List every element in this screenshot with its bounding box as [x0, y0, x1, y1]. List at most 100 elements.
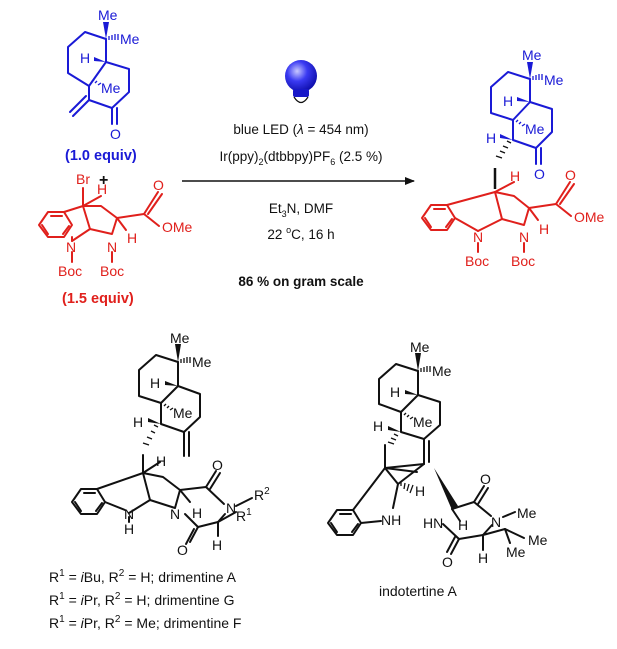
atom-label: O	[442, 554, 453, 570]
atom-label: H	[415, 483, 425, 499]
atom-label: O	[212, 457, 223, 473]
atom-label: Me	[517, 505, 537, 521]
atom-label: Me	[98, 7, 118, 23]
condition-temp-time: 22 oC, 16 h	[267, 225, 334, 242]
wedge-bond	[434, 468, 458, 510]
atom-label: Me	[192, 354, 212, 370]
atom-label: Me	[522, 47, 542, 63]
atom-label: H	[458, 517, 468, 533]
coupled-product: Me Me H Me H O H O OMe N N H Boc Boc	[421, 47, 605, 269]
atom-label: O	[177, 542, 188, 558]
atom-label: H	[478, 550, 488, 566]
atom-label: H	[156, 453, 166, 469]
substrate-2-bonds	[38, 187, 163, 263]
atom-label: N	[473, 229, 483, 245]
atom-label: N	[124, 506, 134, 522]
atom-label: H	[80, 50, 90, 66]
indotertine-name: indotertine A	[379, 583, 457, 599]
hash-bond	[495, 140, 512, 159]
atom-label: O	[153, 177, 164, 193]
atom-label: N	[66, 239, 76, 255]
atom-label: H	[539, 221, 549, 237]
wedge-bond	[517, 97, 530, 102]
wedge-bond	[165, 381, 178, 386]
atom-label: O	[534, 166, 545, 182]
atom-label: Me	[432, 363, 452, 379]
atom-label: Me	[528, 532, 548, 548]
atom-label: H	[510, 168, 520, 184]
atom-label: N	[519, 229, 529, 245]
atom-label: OMe	[162, 219, 193, 235]
drimentine-legend: R1 = iBu, R2 = H; drimentine A R1 = iPr,…	[49, 568, 241, 631]
atom-label: H	[192, 505, 202, 521]
legend-line: R1 = iPr, R2 = Me; drimentine F	[49, 614, 241, 631]
atom-label: Boc	[58, 263, 82, 279]
wedge-bond	[148, 418, 161, 424]
hash-bond	[163, 403, 174, 411]
product-indoline-bonds	[421, 181, 575, 253]
atom-label: HN	[423, 515, 443, 531]
atom-label: NH	[381, 512, 401, 528]
atom-label: H	[97, 181, 107, 197]
atom-label: Me	[173, 405, 193, 421]
indotertine-bonds	[327, 363, 525, 555]
hash-bond	[142, 424, 159, 446]
atom-label: H	[212, 537, 222, 553]
atom-label: H	[133, 414, 143, 430]
atom-label: O	[110, 126, 121, 142]
legend-line: R1 = iBu, R2 = H; drimentine A	[49, 568, 237, 585]
substrate-1-bonds	[67, 31, 130, 125]
legend-line: R1 = iPr, R2 = H; drimentine G	[49, 591, 234, 608]
hash-bond	[400, 482, 414, 494]
atom-label: Me	[101, 80, 121, 96]
hash-bond	[420, 366, 431, 372]
atom-label: Me	[410, 339, 430, 355]
atom-label: Me	[413, 414, 433, 430]
yield-text: 86 % on gram scale	[238, 274, 364, 289]
hash-bond	[515, 119, 526, 127]
product-terpene-bonds	[490, 71, 553, 165]
substrate-1-equiv: (1.0 equiv)	[65, 148, 137, 164]
hash-bond	[387, 433, 399, 445]
atom-label: H	[150, 375, 160, 391]
atom-label: O	[480, 471, 491, 487]
atom-label: R1	[236, 507, 252, 524]
atom-label: N	[491, 514, 501, 530]
atom-label: O	[565, 167, 576, 183]
drimentine-bonds	[71, 354, 253, 545]
hash-bond	[180, 357, 191, 363]
wedge-bond	[527, 62, 533, 79]
hash-bond	[532, 74, 543, 80]
atom-label: Me	[506, 544, 526, 560]
light-bulb-icon	[285, 60, 317, 104]
atom-label: H	[373, 418, 383, 434]
condition-light: blue LED (λ = 454 nm)	[233, 122, 368, 137]
hash-bond	[91, 79, 102, 86]
atom-label: Br	[76, 171, 90, 187]
atom-label: H	[127, 230, 137, 246]
wedge-bond	[415, 353, 421, 371]
atom-label: H	[503, 93, 513, 109]
atom-label: Me	[544, 72, 564, 88]
substrate-2-equiv: (1.5 equiv)	[62, 291, 134, 307]
atom-label: Boc	[465, 253, 489, 269]
atom-label: Me	[120, 31, 140, 47]
hash-bond	[108, 34, 119, 40]
plus-sign: +	[99, 172, 108, 189]
atom-label: Me	[525, 121, 545, 137]
wedge-bond	[94, 57, 106, 62]
wedge-bond	[405, 390, 418, 395]
indotertine-structure: Me Me H Me H H NH HN H O N Me O H Me Me …	[327, 339, 548, 599]
wedge-bond	[103, 22, 109, 39]
wedge-bond	[500, 134, 513, 140]
substrate-2-bromopyrroloindoline: Br H O OMe N N H Boc Boc (1.5 equiv)	[38, 171, 193, 307]
atom-label: N	[107, 239, 117, 255]
atom-label: H	[124, 521, 134, 537]
wedge-bond	[388, 426, 401, 432]
atom-label: H	[390, 384, 400, 400]
condition-catalyst: Ir(ppy)2(dtbbpy)PF6 (2.5 %)	[219, 149, 382, 167]
drimentine-structure: Me Me H Me H H O N R2 N H N H R1 O H R1 …	[49, 330, 270, 631]
atom-label: R2	[254, 486, 270, 503]
condition-base-solvent: Et3N, DMF	[269, 201, 333, 219]
